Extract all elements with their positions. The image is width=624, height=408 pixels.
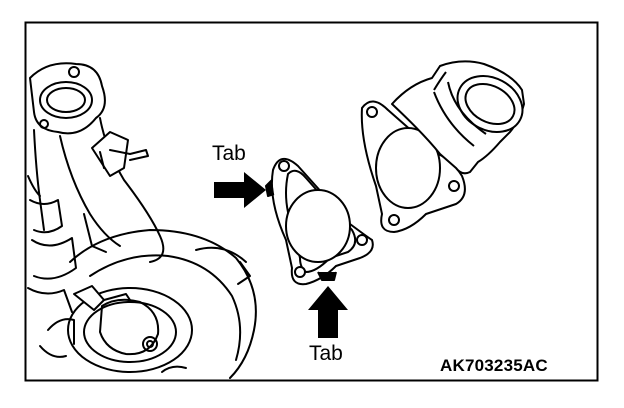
turbo-outlet-ring (67, 287, 193, 373)
gasket-port (285, 189, 351, 263)
flange-bolt-hole (68, 66, 80, 78)
outlet-bolt (142, 336, 158, 352)
turbo-top-flange (29, 62, 106, 135)
outlet-elbow-bolt-hole (448, 180, 460, 192)
turbocharger-assembly (27, 62, 257, 379)
flange-bolt-hole (39, 119, 49, 129)
manifold-rib (31, 237, 77, 280)
turbo-housing-volute (69, 229, 257, 379)
outlet-elbow-bolt-hole (366, 106, 378, 118)
turbo-elbow-pipe (33, 117, 165, 263)
tab-callout-bottom: Tab (309, 342, 343, 365)
outlet-elbow-bolt-hole (388, 214, 400, 226)
outlet-elbow-port (375, 127, 441, 209)
gasket-tab-left (265, 179, 275, 197)
turbo-top-flange-port (39, 81, 93, 119)
gasket-bolt-hole (278, 160, 290, 172)
gasket-bolt-hole (356, 234, 368, 246)
figure-code-label: AK703235AC (440, 356, 548, 375)
figure-border (24, 21, 599, 382)
gasket-bolt-hole (294, 266, 306, 278)
turbo-bracket (91, 131, 129, 177)
gasket (265, 158, 374, 286)
tab-arrow-left (214, 172, 266, 208)
gasket-tab-bottom (317, 271, 337, 281)
tab-arrow-bottom (308, 286, 348, 338)
tab-callout-left: Tab (212, 142, 246, 165)
manifold-rib (29, 199, 63, 234)
outlet-elbow (360, 60, 525, 233)
